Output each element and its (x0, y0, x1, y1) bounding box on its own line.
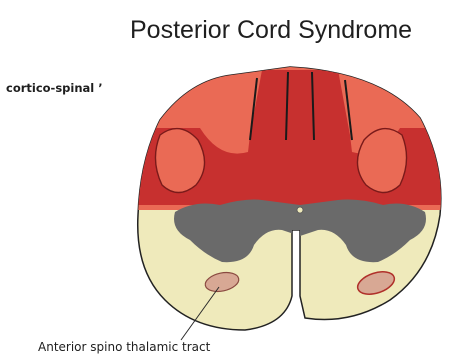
central-canal (297, 207, 303, 213)
left-lateral-tract (155, 129, 204, 193)
anterior-spinothalamic-label: Anterior spino thalamic tract (38, 340, 210, 354)
right-lateral-tract (357, 129, 406, 193)
